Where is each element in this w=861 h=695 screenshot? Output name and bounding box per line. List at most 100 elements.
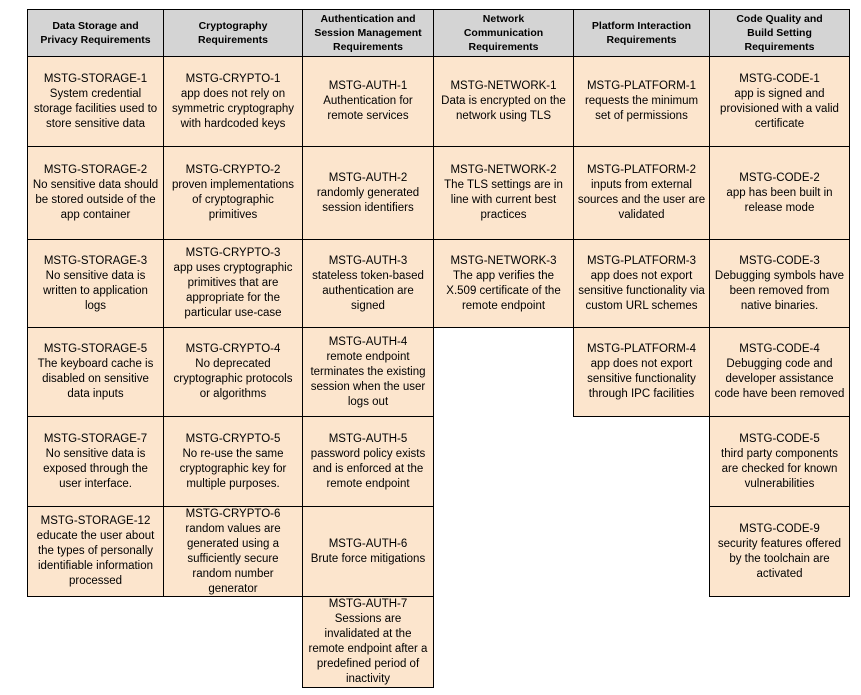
requirement-description: The TLS settings are in line with curren… [444, 179, 563, 221]
requirement-code: MSTG-AUTH-1 [328, 80, 408, 92]
cell-mstg-storage-7: MSTG-STORAGE-7 No sensitive data is expos… [27, 416, 164, 507]
requirement-code: MSTG-NETWORK-3 [450, 254, 557, 267]
cell-mstg-code-9: MSTG-CODE-9 security features offered by … [709, 506, 850, 597]
column-header-label: Platform Interaction Requirements [591, 20, 692, 46]
requirement-code: MSTG-STORAGE-1 [43, 72, 148, 85]
requirement-code: MSTG-AUTH-2 [328, 171, 408, 184]
requirement-description: password policy exists and is enforced a… [310, 447, 426, 490]
column-header-label: Cryptography Requirements [197, 20, 269, 46]
requirement-description: inputs from external sources and the use… [577, 179, 706, 221]
requirement-description: The app verifies the X.509 certificate o… [446, 269, 561, 312]
requirement-description: Sessions are invalidated at the remote e… [308, 613, 428, 685]
requirement-code: MSTG-NETWORK-1 [450, 80, 557, 92]
requirement-description: randomly generated session identifiers [316, 186, 420, 214]
requirement-description: app has been built in release mode [726, 186, 833, 214]
requirement-description: app does not export sensitive functional… [587, 358, 696, 400]
requirement-description: remote endpoint terminates the existing … [310, 350, 426, 408]
requirement-code: MSTG-PLATFORM-2 [586, 164, 697, 176]
requirement-description: Data is encrypted on the network using T… [441, 95, 566, 122]
requirement-description: No sensitive data is exposed through the… [43, 447, 148, 490]
requirement-code: MSTG-AUTH-7 [328, 598, 408, 610]
requirement-code: MSTG-CRYPTO-6 [185, 507, 281, 520]
requirement-code: MSTG-PLATFORM-4 [586, 343, 697, 355]
requirement-description: app does not export sensitive functional… [578, 269, 705, 312]
requirement-description: security features offered by the toolcha… [717, 537, 842, 580]
requirement-code: MSTG-CRYPTO-4 [185, 343, 281, 355]
requirement-code: MSTG-CODE-9 [739, 522, 820, 535]
requirement-description: app does not rely on symmetric cryptogra… [171, 87, 295, 130]
requirement-code: MSTG-CODE-5 [739, 432, 820, 445]
cell-mstg-code-5: MSTG-CODE-5 third party components are ch… [709, 416, 850, 507]
requirement-description: random values are generated using a suff… [185, 522, 281, 595]
cell-mstg-code-2: MSTG-CODE-2 app has been built in release… [709, 146, 850, 240]
requirement-code: MSTG-NETWORK-2 [450, 164, 557, 176]
requirement-description: educate the user about the types of pers… [36, 530, 155, 587]
requirement-code: MSTG-PLATFORM-3 [586, 254, 697, 267]
requirement-code: MSTG-CODE-3 [739, 254, 820, 267]
column-header-crypto: Cryptography Requirements [163, 9, 303, 57]
cell-mstg-platform-3: MSTG-PLATFORM-3 app does not export sensi… [573, 239, 710, 328]
requirement-description: No re-use the same cryptographic key for… [179, 447, 287, 490]
column-header-network: Network Communication Requirements [433, 9, 574, 57]
requirement-code: MSTG-AUTH-3 [328, 254, 408, 267]
column-header-auth: Authentication and Session Management Re… [302, 9, 434, 57]
requirement-code: MSTG-STORAGE-12 [40, 515, 151, 527]
requirement-code: MSTG-CRYPTO-3 [185, 247, 281, 259]
requirement-description: app is signed and provisioned with a val… [720, 87, 839, 130]
requirement-description: No deprecated cryptographic protocols or… [173, 358, 293, 400]
column-header-storage: Data Storage and Privacy Requirements [27, 9, 164, 57]
requirement-code: MSTG-CODE-4 [739, 343, 820, 355]
cell-mstg-crypto-3: MSTG-CRYPTO-3 app uses cryptographic prim… [163, 239, 303, 328]
cell-mstg-auth-4: MSTG-AUTH-4 remote endpoint terminates th… [302, 327, 434, 417]
cell-mstg-crypto-5: MSTG-CRYPTO-5 No re-use the same cryptogr… [163, 416, 303, 507]
requirement-code: MSTG-STORAGE-7 [43, 432, 148, 445]
requirement-description: stateless token-based authentication are… [312, 269, 424, 312]
column-header-label: Network Communication Requirements [463, 13, 544, 53]
cell-mstg-storage-3: MSTG-STORAGE-3 No sensitive data is writt… [27, 239, 164, 328]
column-auth: Authentication and Session Management Re… [302, 9, 434, 688]
requirement-code: MSTG-CODE-1 [739, 72, 820, 85]
requirement-code: MSTG-AUTH-6 [328, 537, 408, 550]
cell-mstg-storage-12: MSTG-STORAGE-12 educate the user about th… [27, 506, 164, 597]
cell-mstg-crypto-4: MSTG-CRYPTO-4 No deprecated cryptographic… [163, 327, 303, 417]
requirement-code: MSTG-AUTH-4 [328, 335, 408, 348]
requirement-code: MSTG-CRYPTO-5 [185, 432, 281, 445]
requirement-code: MSTG-AUTH-5 [328, 432, 408, 445]
column-code: Code Quality and Build Setting Requireme… [709, 9, 850, 597]
column-header-code: Code Quality and Build Setting Requireme… [709, 9, 850, 57]
requirement-description: No sensitive data should be stored outsi… [32, 179, 159, 221]
requirement-code: MSTG-STORAGE-5 [43, 343, 148, 355]
requirement-description: Brute force mitigations [310, 552, 426, 565]
cell-mstg-code-1: MSTG-CODE-1 app is signed and provisioned… [709, 56, 850, 147]
cell-mstg-platform-4: MSTG-PLATFORM-4 app does not export sensi… [573, 327, 710, 417]
requirement-description: No sensitive data is written to applicat… [43, 269, 148, 312]
requirement-description: Authentication for remote services [323, 95, 413, 122]
requirement-description: third party components are checked for k… [721, 447, 838, 490]
requirement-description: Debugging code and developer assistance … [714, 358, 845, 400]
requirement-code: MSTG-STORAGE-3 [43, 254, 148, 267]
requirement-description: app uses cryptographic primitives that a… [173, 262, 293, 319]
cell-mstg-auth-2: MSTG-AUTH-2 randomly generated session id… [302, 146, 434, 240]
cell-mstg-crypto-6: MSTG-CRYPTO-6 random values are generated… [163, 506, 303, 597]
cell-mstg-platform-2: MSTG-PLATFORM-2 inputs from external sour… [573, 146, 710, 240]
requirement-description: System credential storage facilities use… [33, 87, 158, 130]
requirement-code: MSTG-CODE-2 [739, 171, 820, 184]
